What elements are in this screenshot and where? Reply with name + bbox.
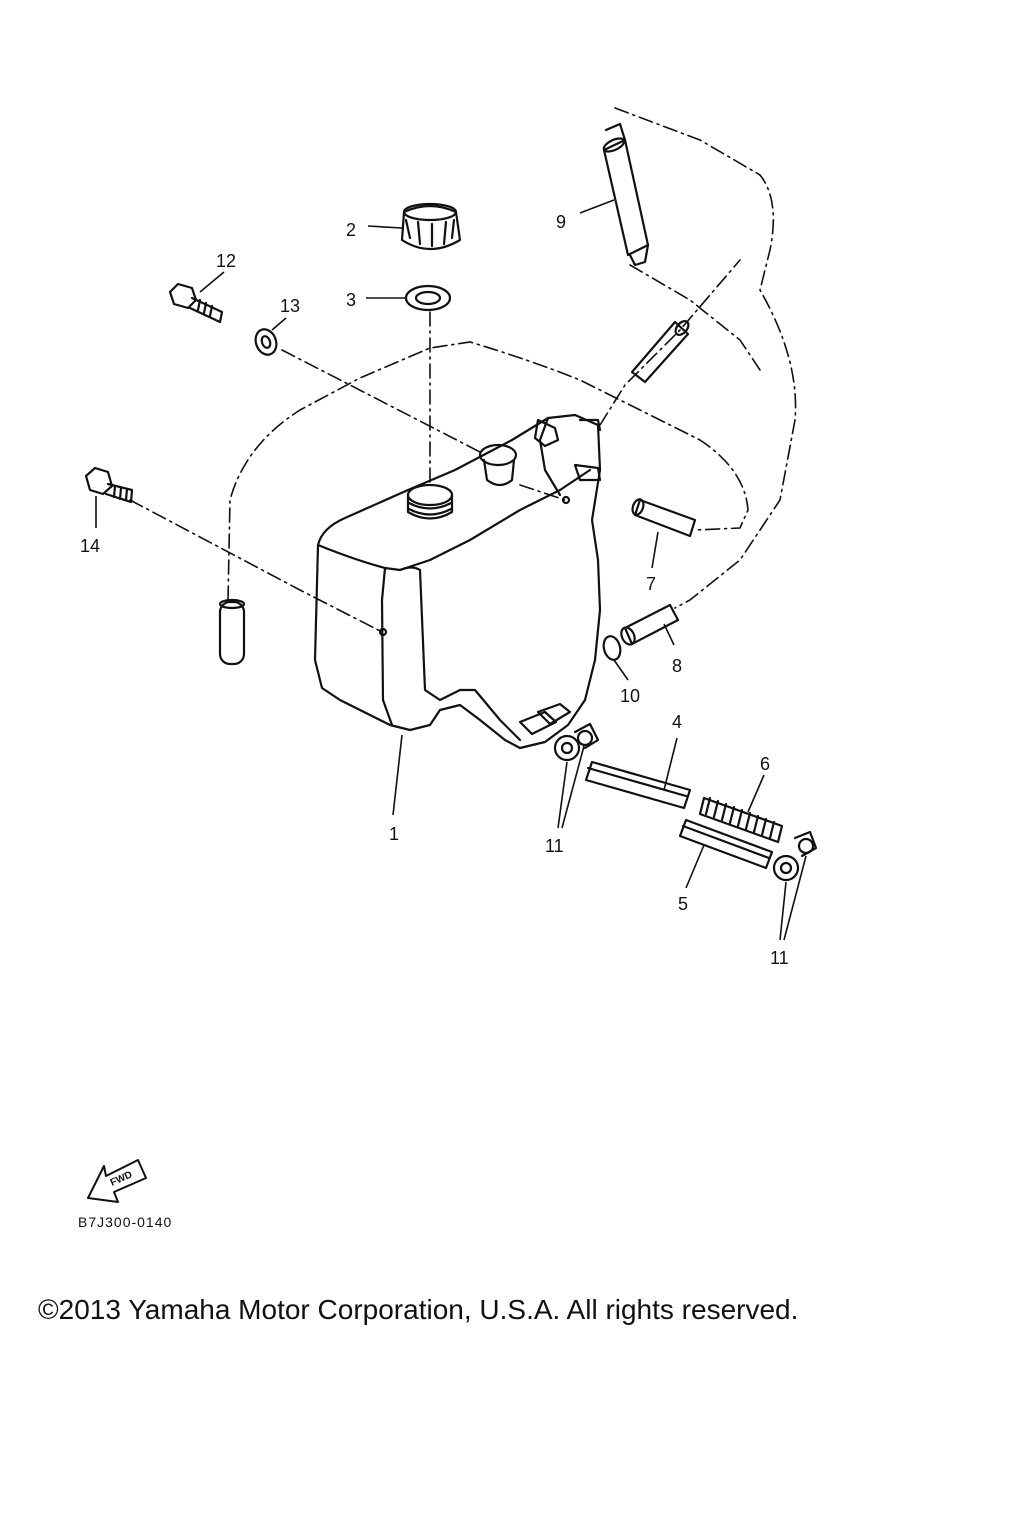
o-ring-10 (602, 635, 622, 661)
clips-11-left (553, 722, 600, 762)
bolt-12 (168, 282, 224, 324)
filter-9 (602, 122, 650, 267)
forward-arrow-icon: FWD (87, 1159, 147, 1203)
callout-7: 7 (646, 574, 656, 594)
callout-2: 2 (346, 220, 356, 240)
tank-cap (400, 202, 462, 250)
hose-4 (584, 760, 692, 810)
callout-5: 5 (678, 894, 688, 914)
cap-gasket (404, 284, 452, 312)
spring-6 (698, 796, 784, 844)
hose-8 (620, 603, 680, 646)
copyright-notice: ©2013 Yamaha Motor Corporation, U.S.A. A… (38, 1294, 799, 1325)
callout-14: 14 (80, 536, 100, 556)
hose-5 (678, 818, 774, 870)
hose-left (218, 598, 246, 666)
callout-12: 12 (216, 251, 236, 271)
callout-11-left: 11 (545, 836, 564, 856)
callout-3: 3 (346, 290, 356, 310)
callout-8: 8 (672, 656, 682, 676)
oil-tank (313, 413, 602, 750)
callout-9: 9 (556, 212, 566, 232)
callout-1: 1 (389, 824, 399, 844)
callout-4: 4 (672, 712, 682, 732)
callout-6: 6 (760, 754, 770, 774)
washer-13 (254, 328, 278, 356)
callout-13: 13 (280, 296, 300, 316)
hose-upper (630, 319, 690, 384)
callout-10: 10 (620, 686, 640, 706)
callout-11-right: 11 (770, 948, 789, 968)
hose-7 (631, 498, 697, 538)
clips-11-right (772, 830, 818, 882)
drawing-code: B7J300-0140 (78, 1214, 173, 1230)
bolt-14 (84, 466, 134, 504)
